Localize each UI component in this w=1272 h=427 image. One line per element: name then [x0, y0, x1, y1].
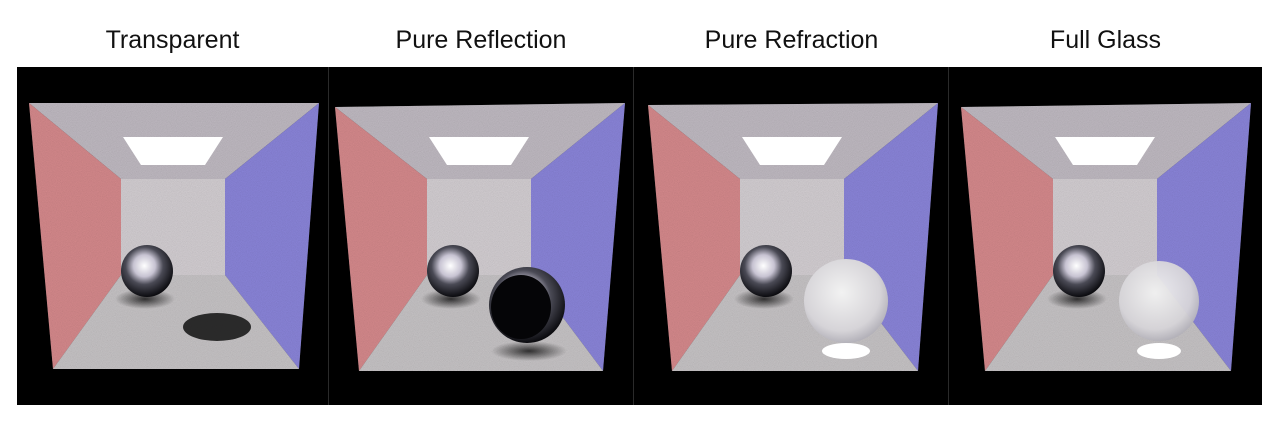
caustic-highlight	[1137, 343, 1181, 359]
panel-title-full-glass: Full Glass	[1049, 26, 1162, 54]
chrome-sphere	[1053, 245, 1105, 297]
sphere-shadow	[421, 289, 481, 309]
left-wall	[648, 105, 740, 371]
left-wall	[961, 107, 1053, 371]
cornell-box-render	[961, 103, 1251, 371]
panel-divider	[633, 67, 634, 405]
render-panel-pure-refraction	[634, 67, 948, 405]
chrome-sphere	[427, 245, 479, 297]
left-wall	[29, 103, 121, 369]
left-wall	[335, 107, 427, 371]
caustic-highlight	[822, 343, 870, 359]
ceiling-light	[1055, 137, 1155, 165]
panel-title-transparent: Transparent	[105, 26, 240, 54]
mirror-sphere-dark-reflection	[491, 275, 551, 339]
floor	[53, 275, 299, 369]
sphere-shadow	[734, 289, 794, 309]
right-wall	[225, 103, 319, 369]
ceiling-light	[123, 137, 223, 165]
mirror-sphere-shadow	[491, 341, 567, 361]
panel-divider	[328, 67, 329, 405]
ceiling-light	[429, 137, 529, 165]
panel-divider	[948, 67, 949, 405]
panel-title-pure-refraction: Pure Refraction	[704, 26, 879, 54]
transparent-sphere-shadow	[183, 313, 251, 341]
render-strip	[17, 67, 1262, 405]
sphere-shadow	[1047, 289, 1107, 309]
panel-title-pure-reflection: Pure Reflection	[395, 26, 567, 54]
cornell-box-render	[335, 103, 625, 371]
chrome-sphere	[740, 245, 792, 297]
sphere-shadow	[115, 289, 175, 309]
glass-sphere	[1119, 261, 1199, 341]
refraction-sphere	[804, 259, 888, 343]
cornell-box-render	[29, 103, 319, 369]
ceiling-light	[742, 137, 842, 165]
render-panel-pure-reflection	[329, 67, 633, 405]
cornell-box-render	[648, 103, 938, 371]
render-panel-full-glass	[949, 67, 1262, 405]
chrome-sphere	[121, 245, 173, 297]
render-panel-transparent	[17, 67, 328, 405]
